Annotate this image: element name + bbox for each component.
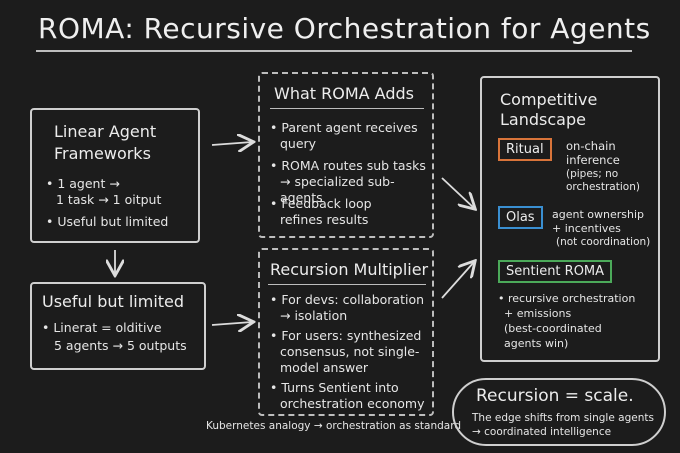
arrow-adds-to-landscape — [441, 177, 474, 208]
linear-line-1: • 1 agent → — [46, 176, 120, 191]
what-roma-adds-box: What ROMA Adds • Parent agent receives q… — [258, 72, 434, 238]
recursion-footnote: Kubernetes analogy → orchestration as st… — [206, 420, 461, 432]
ritual-desc-2: inference — [566, 153, 620, 167]
recursion-line-4: consensus, not single- — [280, 344, 420, 359]
ritual-desc-4: orchestration) — [566, 181, 640, 193]
recursion-line-5: model answer — [280, 360, 369, 375]
adds-line-3: • ROMA routes sub tasks — [270, 158, 426, 173]
sentient-roma-tag: Sentient ROMA — [498, 260, 613, 283]
olas-tag: Olas — [498, 206, 543, 229]
cloud-sub-2: → coordinated intelligence — [472, 426, 612, 438]
sentient-desc-2: + emissions — [504, 307, 572, 320]
recursion-title-rule — [268, 284, 426, 285]
recursion-line-7: orchestration economy — [280, 396, 425, 411]
recursion-line-3: • For users: synthesized — [270, 328, 422, 343]
ritual-desc-3: (pipes; no — [566, 168, 619, 180]
adds-line-4: → specialized sub-agents — [280, 174, 395, 205]
landscape-title-2: Landscape — [500, 110, 586, 129]
recursion-line-1: • For devs: collaboration — [270, 292, 425, 307]
adds-line-6: refines results — [280, 212, 369, 227]
ritual-tag: Ritual — [498, 138, 552, 161]
olas-desc-1: agent ownership — [552, 208, 645, 221]
recursion-title: Recursion Multiplier — [270, 260, 429, 279]
linear-frameworks-box: Linear Agent Frameworks • 1 agent → 1 ta… — [30, 108, 200, 243]
limited-line-1: • Linerat = olditive — [42, 320, 162, 335]
page-title: ROMA: Recursive Orchestration for Agents — [38, 12, 651, 45]
adds-line-2: query — [280, 136, 317, 151]
recursion-multiplier-box: Recursion Multiplier • For devs: collabo… — [258, 248, 434, 416]
adds-title: What ROMA Adds — [274, 84, 414, 103]
olas-desc-2: + incentives — [552, 222, 621, 235]
recursion-line-6: • Turns Sentient into — [270, 380, 399, 395]
linear-line-2: 1 task → 1 oitput — [56, 192, 162, 207]
landscape-title-1: Competitive — [500, 90, 598, 109]
adds-title-rule — [270, 108, 424, 109]
takeaway-cloud: Recursion = scale. The edge shifts from … — [452, 378, 666, 446]
title-underline — [36, 50, 632, 52]
arrow-linear-to-adds — [211, 142, 252, 145]
limited-title: Useful but limited — [42, 292, 185, 311]
adds-line-1: • Parent agent receives — [270, 120, 418, 135]
arrow-limited-to-recursion — [211, 322, 252, 325]
linear-title-2: Frameworks — [54, 144, 151, 163]
recursion-line-2: → isolation — [280, 308, 348, 323]
cloud-sub-1: The edge shifts from single agents — [472, 412, 654, 424]
linear-line-3: • Useful but limited — [46, 214, 169, 229]
adds-line-5: • Feedback loop — [270, 196, 372, 211]
arrow-recursion-to-landscape — [441, 262, 474, 299]
olas-desc-3: (not coordination) — [556, 236, 651, 248]
sentient-desc-4: agents win) — [504, 337, 569, 350]
sentient-desc-3: (best-coordinated — [504, 322, 602, 335]
useful-limited-box: Useful but limited • Linerat = olditive … — [30, 282, 206, 370]
linear-title-1: Linear Agent — [54, 122, 157, 141]
sentient-desc-1: • recursive orchestration — [498, 292, 636, 305]
cloud-headline: Recursion = scale. — [476, 386, 634, 406]
competitive-landscape-box: Competitive Landscape Ritual on-chain in… — [480, 76, 660, 362]
limited-line-2: 5 agents → 5 outputs — [54, 338, 187, 353]
ritual-desc-1: on-chain — [566, 139, 616, 153]
